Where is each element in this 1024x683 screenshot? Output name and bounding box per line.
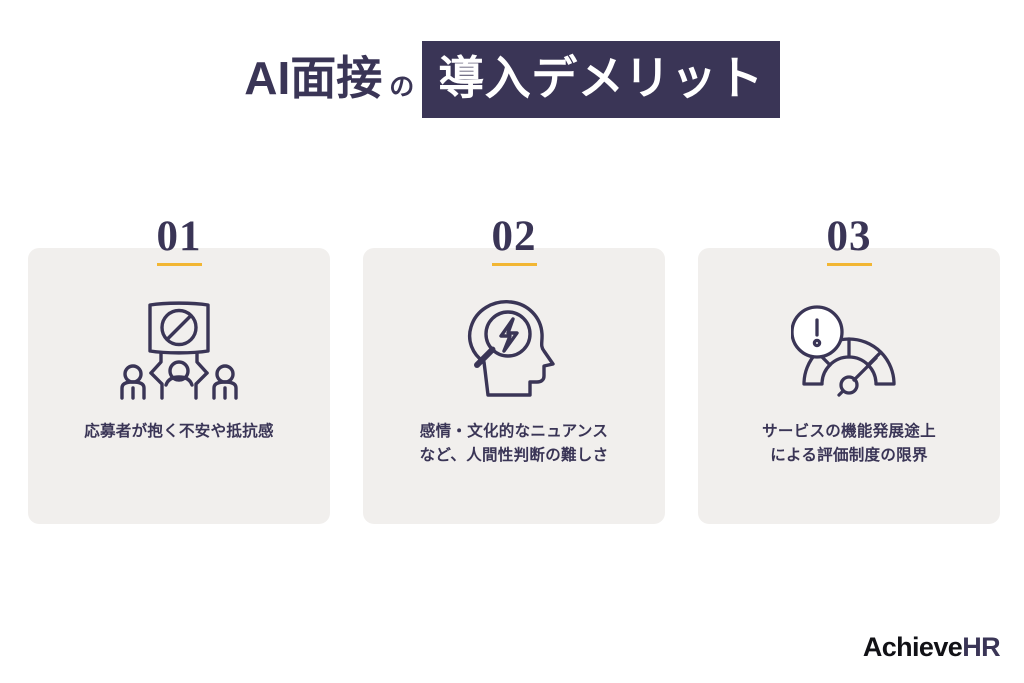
page-title: AI面接 の 導入デメリット (0, 41, 1024, 118)
head-magnifier-lightning-icon (454, 296, 574, 400)
title-particle-text: の (389, 73, 415, 101)
card-item[interactable]: 02 感情・文化的なニュアンス など、人間性判断の難しさ (363, 215, 665, 524)
card-caption-line: 感情・文化的なニュアンス (419, 423, 609, 440)
card-number-wrap: 01 (28, 215, 330, 266)
title-lead-text: AI面接 (244, 52, 383, 104)
card-number: 02 (491, 215, 537, 266)
card-caption-line: など、人間性判断の難しさ (419, 447, 609, 465)
card-caption-line: サービスの機能発展途上 (762, 423, 936, 440)
card-caption: 応募者が抱く不安や抵抗感 (70, 420, 288, 444)
card-caption: 感情・文化的なニュアンス など、人間性判断の難しさ (406, 420, 623, 468)
card-list: 01 (28, 215, 1000, 524)
protest-sign-people-icon (119, 296, 239, 400)
card-number-wrap: 02 (363, 215, 665, 266)
logo-achieve-text: Achieve (862, 632, 963, 662)
gauge-alert-icon (789, 296, 909, 400)
logo-hr-text: HR (962, 632, 1000, 662)
card-caption-line: 応募者が抱く不安や抵抗感 (84, 423, 274, 440)
title-highlight-box: 導入デメリット (422, 41, 780, 118)
card-number: 03 (826, 215, 872, 266)
card-item[interactable]: 03 (698, 215, 1000, 524)
card-item[interactable]: 01 (28, 215, 330, 524)
card-number-wrap: 03 (698, 215, 1000, 266)
card-caption: サービスの機能発展途上 による評価制度の限界 (748, 420, 950, 468)
card-number: 01 (156, 215, 202, 266)
card-caption-line: による評価制度の限界 (770, 447, 928, 465)
